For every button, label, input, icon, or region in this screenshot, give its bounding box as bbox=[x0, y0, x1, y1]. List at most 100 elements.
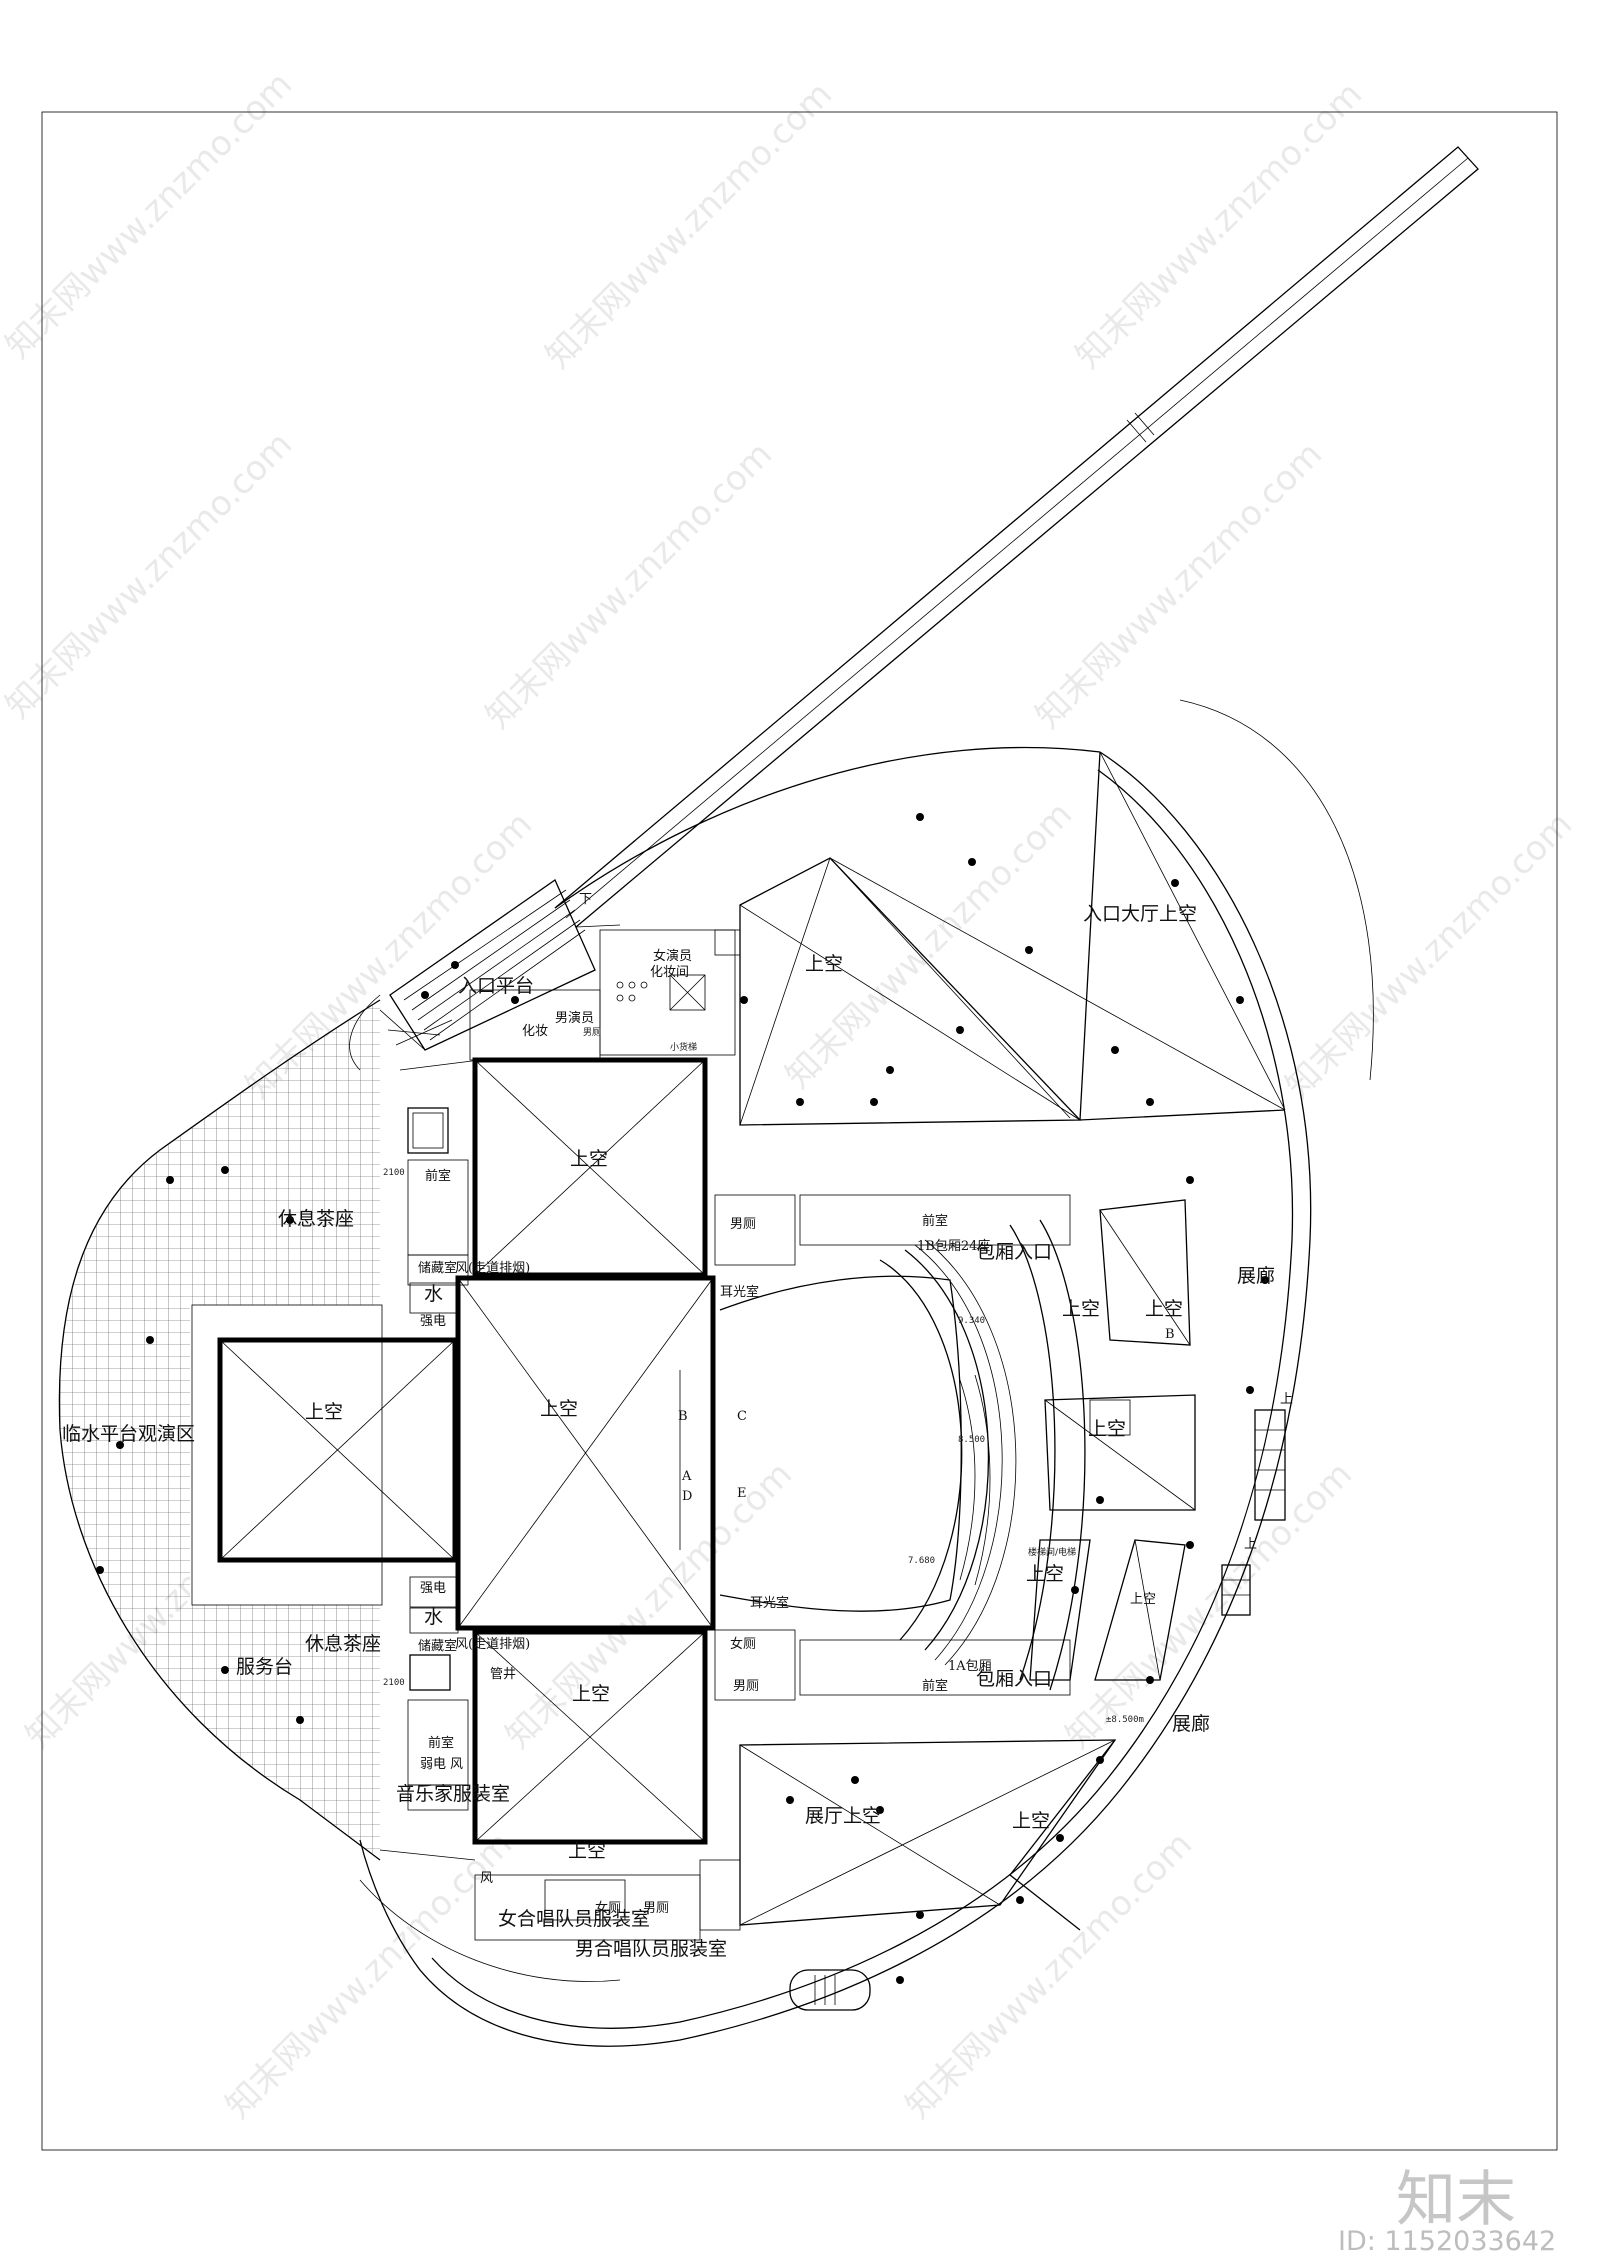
watermark-text: 知末网www.znzmo.com bbox=[1068, 74, 1370, 376]
label-ear-light-south: 耳光室 bbox=[750, 1595, 789, 1611]
label-male-wc-3: 男厕 bbox=[643, 1901, 669, 1916]
label-rest-tea-north: 休息茶座 bbox=[278, 1208, 354, 1230]
label-front-room-south: 前室 bbox=[428, 1735, 454, 1751]
label-void-center: 上空 bbox=[540, 1398, 578, 1420]
south-rooms bbox=[379, 1849, 741, 1941]
watermark-text: 知末网www.znzmo.com bbox=[1028, 434, 1330, 736]
watermark-text: 知末网www.znzmo.com bbox=[778, 794, 1080, 1096]
label-letter-b2: B bbox=[1165, 1327, 1175, 1342]
elevation-8500-b: ±8.500m bbox=[1106, 1715, 1144, 1725]
label-smoke-exhaust: 风(走道排烟) bbox=[455, 1261, 530, 1276]
label-ear-light-north: 耳光室 bbox=[720, 1284, 759, 1300]
label-letter-e: E bbox=[737, 1486, 747, 1501]
label-storage: 储藏室 bbox=[418, 1260, 457, 1276]
label-power: 强电 bbox=[420, 1314, 446, 1329]
watermark-text: 知末网www.znzmo.com bbox=[0, 424, 300, 726]
label-void-b: 上空 bbox=[1145, 1298, 1183, 1320]
drawing-frame bbox=[41, 111, 1558, 2151]
watermark-text: 知末网www.znzmo.com bbox=[1278, 804, 1580, 1106]
dim-2100-north: 2100 bbox=[383, 1168, 405, 1178]
label-void-upper-stage: 上空 bbox=[570, 1148, 608, 1170]
label-male-wc-north: 男厕 bbox=[730, 1217, 756, 1232]
label-water: 水 bbox=[424, 1283, 443, 1305]
label-dressing-room: 化妆间 bbox=[650, 965, 689, 980]
room-labels: 入口平台 下 女演员 化妆间 男演员 化妆 男厕 小货梯 上空 入口大厅上空 休… bbox=[62, 892, 1293, 1960]
label-female-wc: 女厕 bbox=[730, 1636, 756, 1652]
label-service-desk: 服务台 bbox=[236, 1656, 293, 1678]
watermark-text: 知末网www.znzmo.com bbox=[898, 1824, 1200, 2126]
upper-stage-void bbox=[472, 1057, 708, 1278]
east-stairs bbox=[1221, 1409, 1286, 1616]
entrance-stair bbox=[379, 879, 596, 1051]
auditorium bbox=[679, 1194, 1086, 1701]
label-void-east-1: 上空 bbox=[1062, 1298, 1100, 1320]
lobby-void-area bbox=[739, 751, 1286, 1126]
columns bbox=[96, 813, 1269, 1984]
label-male-wc-south: 男厕 bbox=[733, 1679, 759, 1694]
label-smoke-exhaust-south: 风(走道排烟) bbox=[455, 1637, 530, 1652]
label-box-entrance-north: 包厢入口 bbox=[976, 1241, 1052, 1263]
lower-stage-void bbox=[472, 1629, 708, 1845]
label-gallery-south: 展廊 bbox=[1172, 1713, 1210, 1735]
label-female-choir: 女合唱队员服装室 bbox=[498, 1908, 650, 1930]
brand-text: 知末 bbox=[1396, 2165, 1516, 2235]
label-box-1a: 1A包厢 bbox=[948, 1659, 992, 1674]
label-stair-up-2: 上 bbox=[1244, 1537, 1257, 1552]
elevation-7680: 7.680 bbox=[908, 1556, 935, 1566]
label-hall-void: 展厅上空 bbox=[805, 1805, 881, 1827]
label-box-entrance-south: 包厢入口 bbox=[976, 1668, 1052, 1690]
label-box-1b: 1B包厢24座 bbox=[917, 1239, 990, 1254]
label-void-west: 上空 bbox=[305, 1401, 343, 1423]
label-entrance-platform: 入口平台 bbox=[458, 975, 534, 997]
brand-logo: 知末 ID: 1152033642 bbox=[1338, 2165, 1556, 2257]
label-letter-a: A bbox=[681, 1469, 692, 1484]
label-void-bottom: 上空 bbox=[568, 1840, 606, 1862]
label-water-south: 水 bbox=[424, 1606, 443, 1628]
label-small-storage: 小货梯 bbox=[670, 1041, 697, 1053]
label-wind: 风 bbox=[450, 1757, 463, 1772]
dim-2100-south: 2100 bbox=[383, 1678, 405, 1688]
south-stair bbox=[789, 1969, 871, 2011]
elevation-9340: 9.340 bbox=[958, 1316, 985, 1326]
west-service-cores bbox=[407, 1107, 469, 1811]
label-letter-b: B bbox=[678, 1409, 688, 1424]
label-down: 下 bbox=[579, 892, 592, 907]
watermark-text: 知末网www.znzmo.com bbox=[538, 74, 840, 376]
label-lobby-void: 入口大厅上空 bbox=[1083, 903, 1197, 925]
label-male-choir: 男合唱队员服装室 bbox=[575, 1938, 727, 1960]
label-power-south: 强电 bbox=[420, 1581, 446, 1596]
watermark-text: 知末网www.znzmo.com bbox=[0, 64, 300, 366]
label-void-east-2: 上空 bbox=[1088, 1418, 1126, 1440]
label-musician-dressing: 音乐家服装室 bbox=[396, 1783, 510, 1805]
label-male-actor: 男演员 bbox=[555, 1010, 594, 1026]
main-stage-void bbox=[455, 1275, 716, 1631]
label-male-wc: 男厕 bbox=[583, 1027, 601, 1038]
label-pipe-shaft: 管井 bbox=[490, 1667, 516, 1682]
label-void-east-3: 上空 bbox=[1026, 1563, 1064, 1585]
label-rest-tea-south: 休息茶座 bbox=[305, 1633, 381, 1655]
west-stage-void bbox=[217, 1337, 458, 1563]
id-label: ID: 1152033642 bbox=[1338, 2226, 1556, 2257]
label-gallery-east: 展廊 bbox=[1237, 1265, 1275, 1287]
building-envelope bbox=[349, 699, 1374, 2047]
entrance-bridge bbox=[554, 146, 1479, 928]
label-front-room: 前室 bbox=[425, 1168, 451, 1184]
label-female-dressing: 女演员 bbox=[653, 948, 692, 964]
label-stair-up-1: 上 bbox=[1280, 1392, 1293, 1407]
label-weak-elec: 弱电 bbox=[420, 1757, 446, 1772]
label-female-wc-2: 女厕 bbox=[595, 1900, 621, 1916]
label-void-top-wedge: 上空 bbox=[805, 953, 843, 975]
label-letter-c: C bbox=[737, 1409, 747, 1424]
label-waterside-stage: 临水平台观演区 bbox=[62, 1423, 195, 1445]
label-storage-south: 储藏室 bbox=[418, 1638, 457, 1654]
elevation-8500: 8.500 bbox=[958, 1435, 985, 1445]
label-front-room-s2: 前室 bbox=[922, 1678, 948, 1694]
label-void-south-east: 上空 bbox=[1012, 1810, 1050, 1832]
label-void-lower-stage: 上空 bbox=[572, 1683, 610, 1705]
label-elevator-hall: 楼梯间/电梯 bbox=[1028, 1546, 1076, 1558]
label-front-room-n2: 前室 bbox=[922, 1213, 948, 1229]
label-letter-d: D bbox=[682, 1489, 692, 1504]
watermark-text: 知末网www.znzmo.com bbox=[478, 434, 780, 736]
label-void-east-4: 上空 bbox=[1130, 1592, 1156, 1607]
